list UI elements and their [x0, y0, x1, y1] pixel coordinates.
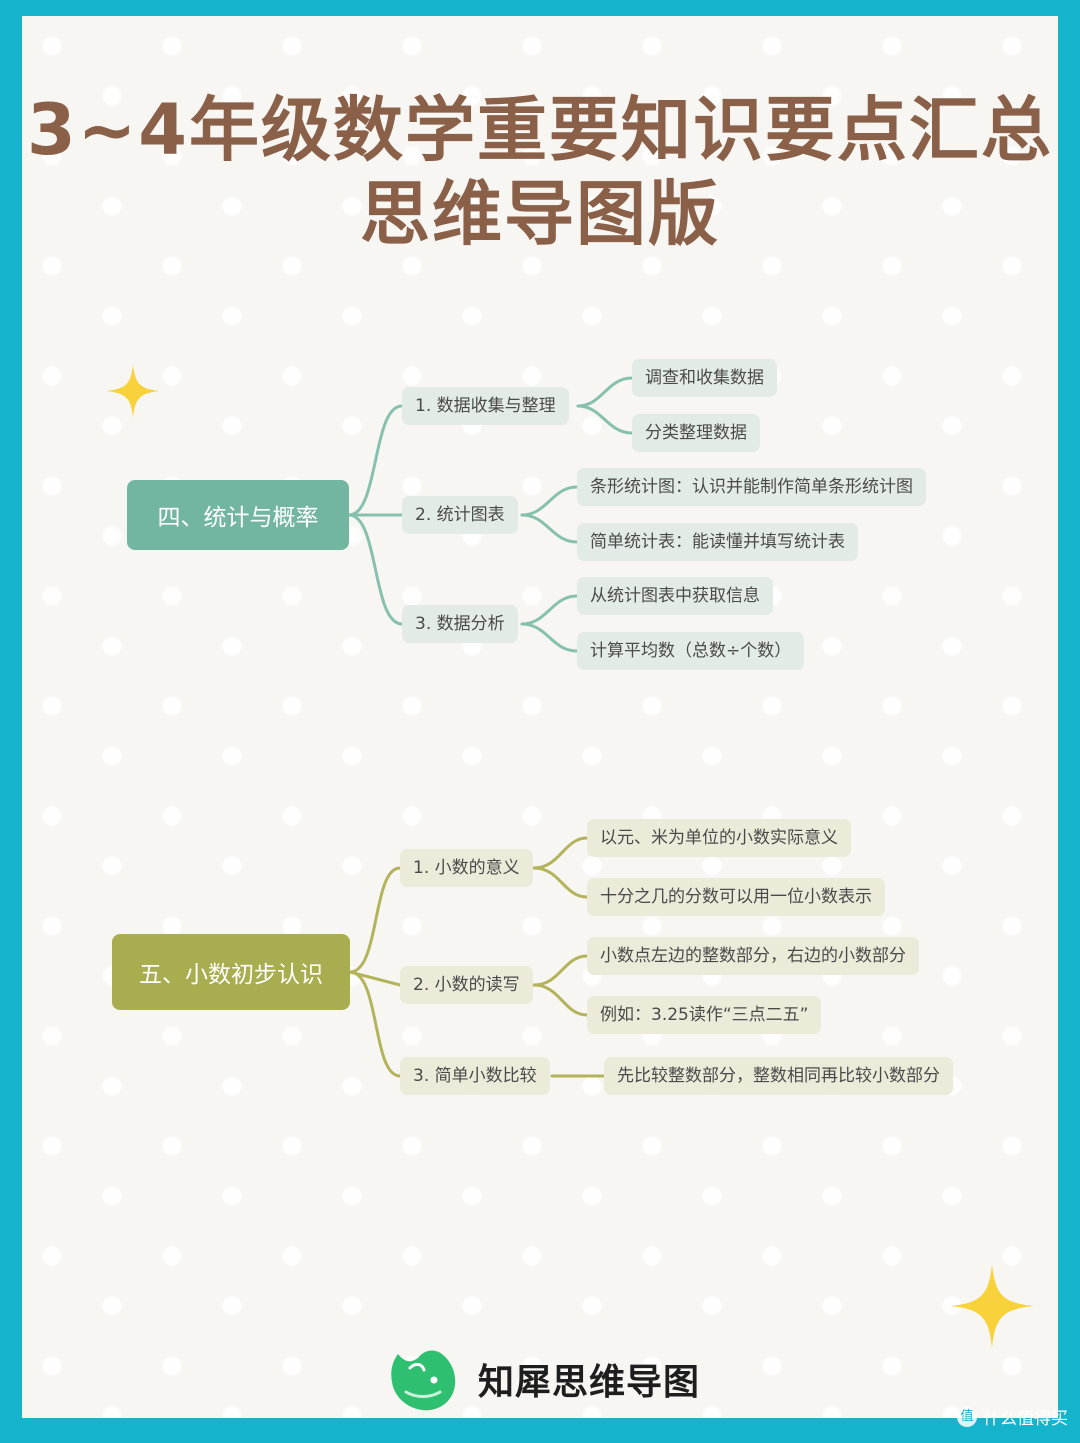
- leaf-node: 从统计图表中获取信息: [577, 577, 773, 615]
- branch-node-decimal-meaning: 1. 小数的意义: [400, 849, 533, 887]
- leaf-node: 条形统计图：认识并能制作简单条形统计图: [577, 468, 926, 506]
- leaf-node: 小数点左边的整数部分，右边的小数部分: [587, 937, 919, 975]
- connector-a1-leaf-2: [576, 404, 634, 435]
- connectors-section-b: [348, 836, 606, 1078]
- connector-a3-leaf-1: [520, 594, 579, 626]
- connector-b2-leaf-2: [532, 983, 589, 1017]
- connectors-section-a: [347, 376, 634, 653]
- watermark: 值 什么值得买: [957, 1404, 1068, 1429]
- connector-a3-leaf-2: [520, 622, 579, 653]
- sparkle-icon: [950, 1264, 1034, 1348]
- connector-b2-leaf-1: [532, 954, 589, 987]
- connector-b1-leaf-2: [532, 866, 589, 899]
- branch-node-charts: 2. 统计图表: [402, 496, 518, 534]
- connector-b1-leaf-1: [532, 836, 589, 870]
- smzdm-logo-icon: 值: [957, 1406, 977, 1427]
- page-subtitle: 思维导图版: [360, 173, 720, 255]
- branch-node-data-analysis: 3. 数据分析: [402, 605, 518, 643]
- branch-node-decimal-compare: 3. 简单小数比较: [400, 1057, 550, 1095]
- root-node-decimals: 五、小数初步认识: [112, 934, 350, 1010]
- leaf-node: 先比较整数部分，整数相同再比较小数部分: [604, 1057, 953, 1095]
- page-canvas: 3~4年级数学重要知识要点汇总 思维导图版 四、统计与概率 1.: [22, 16, 1058, 1418]
- connector-a2-leaf-2: [520, 513, 579, 544]
- leaf-node: 计算平均数（总数÷个数）: [577, 632, 805, 670]
- connector-root-a-branch-1: [347, 404, 404, 517]
- leaf-node: 十分之几的分数可以用一位小数表示: [587, 878, 885, 916]
- sparkle-icon: [106, 364, 160, 418]
- branch-node-data-collection: 1. 数据收集与整理: [402, 387, 569, 425]
- leaf-node: 例如：3.25读作“三点二五”: [587, 996, 822, 1034]
- leaf-node: 分类整理数据: [632, 414, 760, 452]
- connector-a1-leaf-1: [576, 376, 634, 408]
- connector-root-b-branch-1: [348, 866, 402, 974]
- root-node-statistics: 四、统计与概率: [127, 480, 349, 550]
- mindmap-connectors: [347, 376, 634, 1078]
- watermark-text: 什么值得买: [983, 1409, 1068, 1429]
- branch-node-decimal-reading: 2. 小数的读写: [400, 966, 533, 1004]
- brand-logo: 知犀思维导图: [388, 1346, 700, 1412]
- brand-name: 知犀思维导图: [478, 1362, 701, 1403]
- connector-root-b-branch-3: [348, 970, 402, 1078]
- leaf-node: 以元、米为单位的小数实际意义: [587, 819, 851, 857]
- page-title: 3~4年级数学重要知识要点汇总: [26, 89, 1054, 171]
- leaf-node: 调查和收集数据: [632, 359, 777, 397]
- connector-root-a-branch-3: [347, 513, 404, 626]
- connector-a2-leaf-1: [520, 485, 579, 517]
- leaf-node: 简单统计表：能读懂并填写统计表: [577, 523, 858, 561]
- rhino-logo-icon: [391, 1350, 456, 1411]
